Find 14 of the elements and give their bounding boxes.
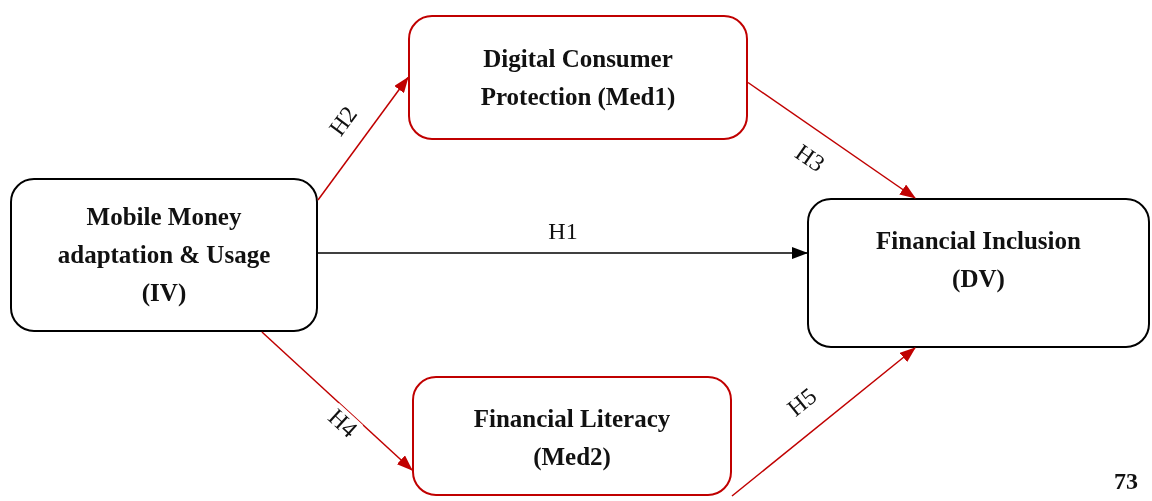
node-label: Financial Inclusion (DV) (875, 226, 1082, 295)
rounded-box (412, 376, 732, 496)
rounded-box (10, 178, 318, 332)
arrow (747, 81, 916, 199)
node-label: Financial Literacy (Med2) (472, 404, 672, 473)
arrow (317, 247, 808, 260)
rounded-box (807, 198, 1150, 348)
node-label: Digital Consumer Protection (Med1) (479, 43, 677, 113)
page-number: 73 (1114, 468, 1138, 495)
arrow (261, 331, 413, 471)
node-label: Mobile Money adaptation & Usage (IV) (56, 202, 272, 308)
arrow (317, 76, 409, 201)
arrow (731, 347, 916, 497)
rounded-box (408, 15, 748, 140)
